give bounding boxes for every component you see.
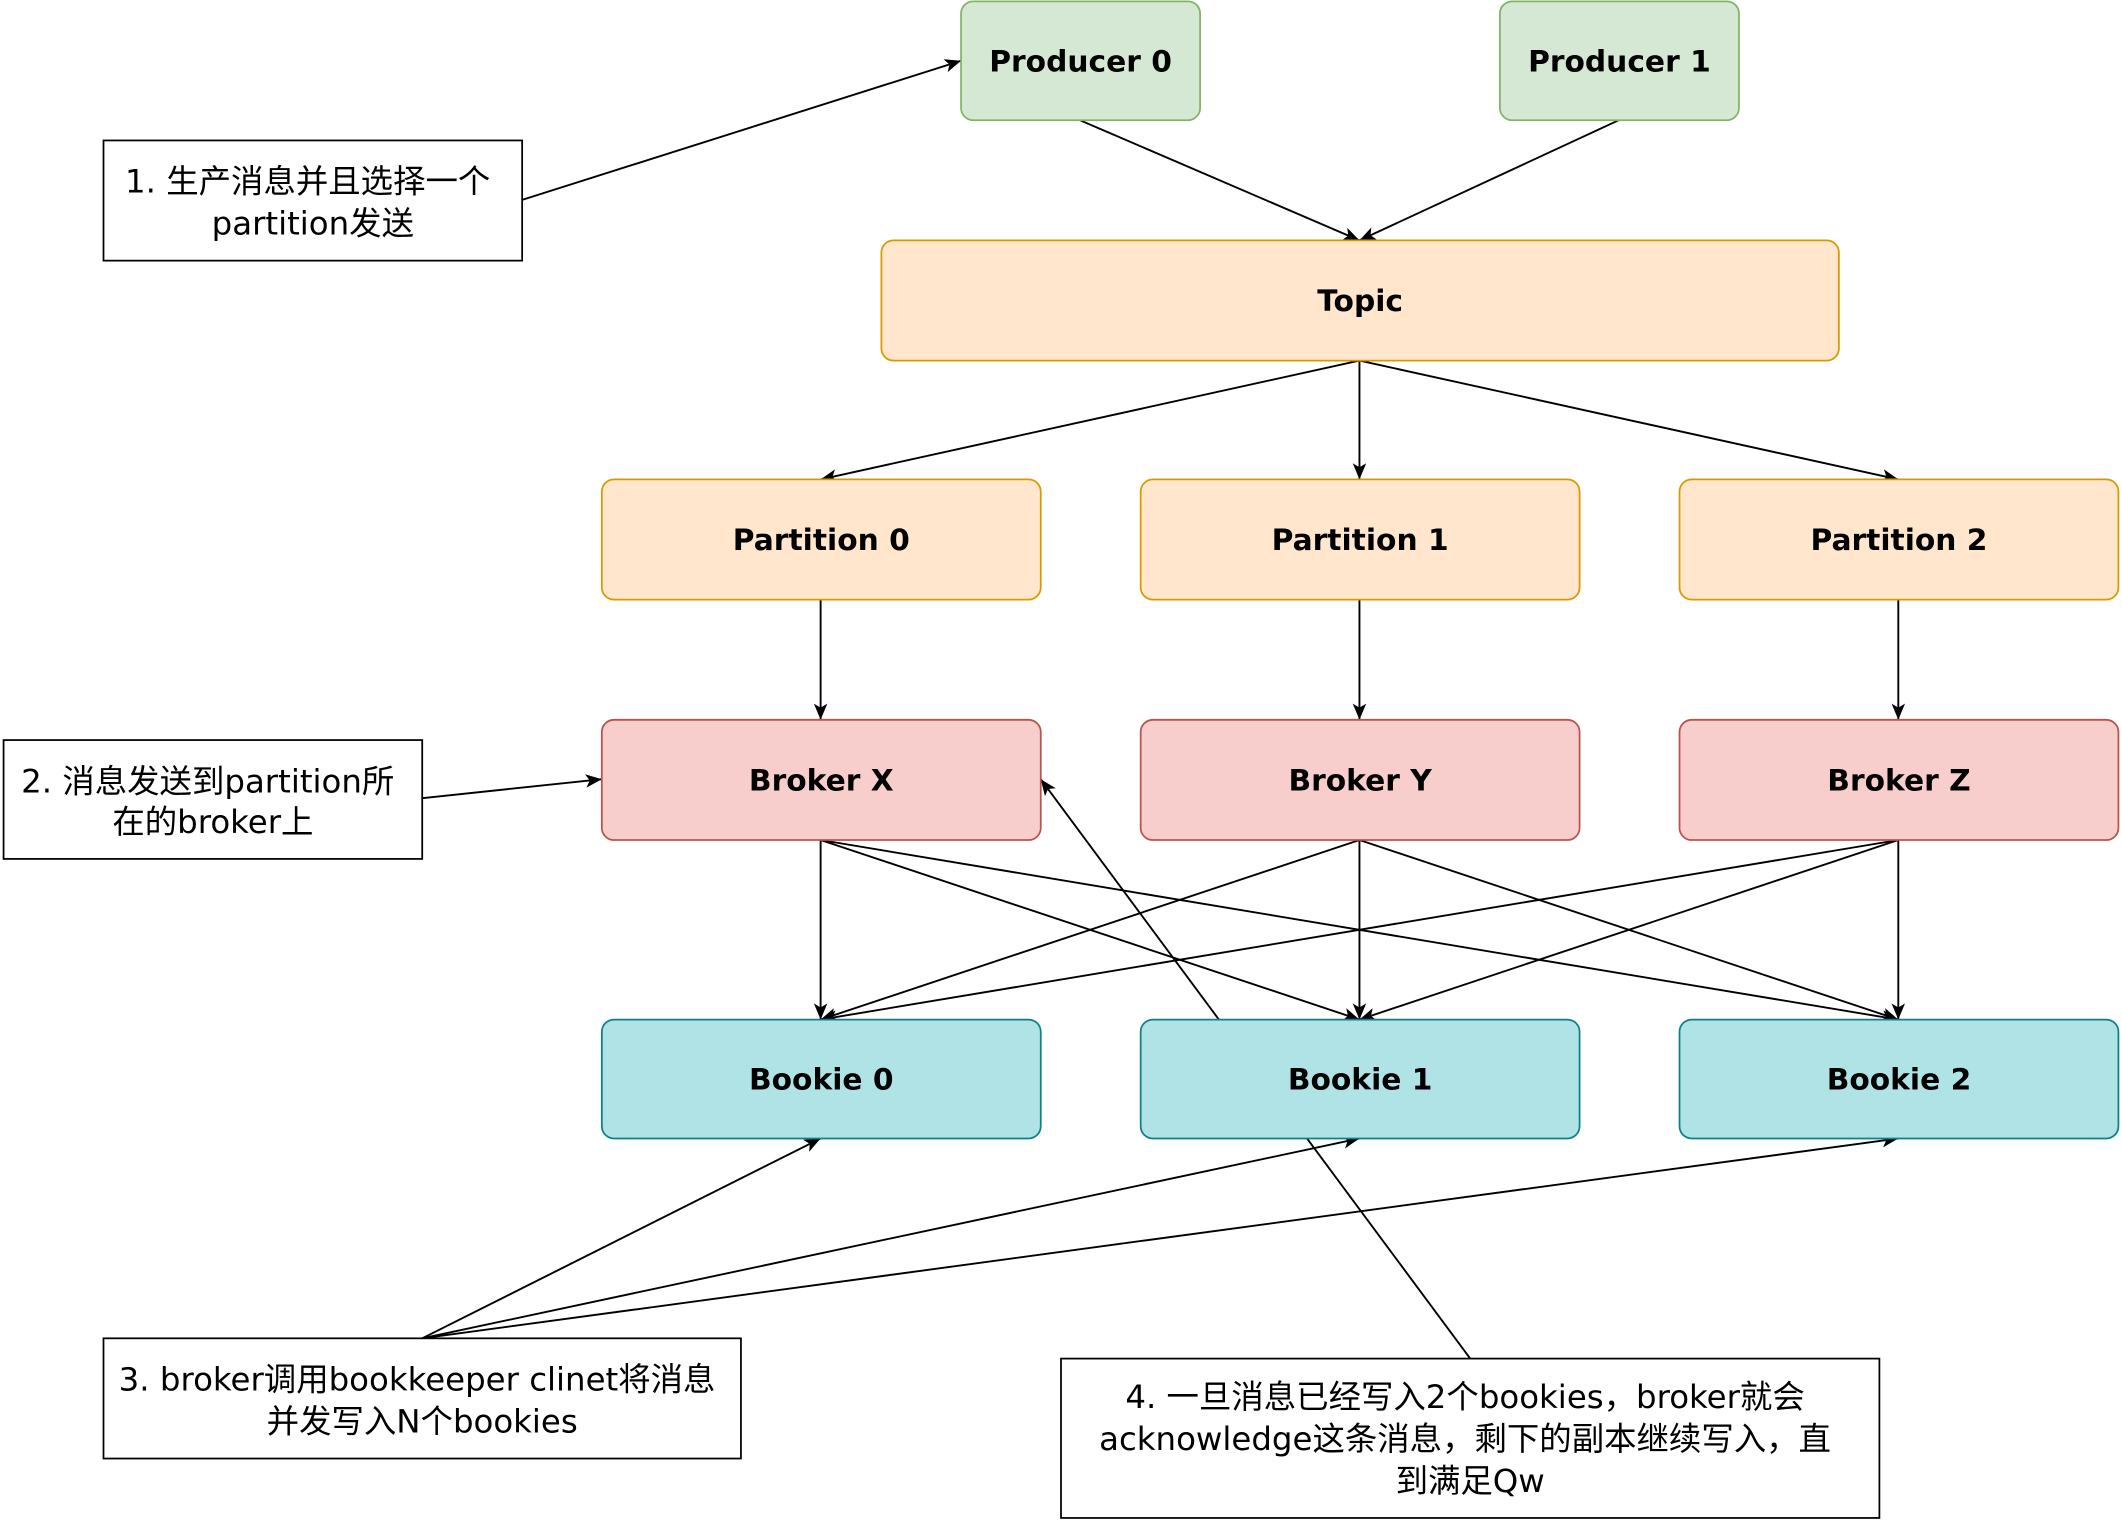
note-4-line-1: 4. 一旦消息已经写入2个bookies，broker就会: [1125, 1378, 1804, 1416]
note-4: 4. 一旦消息已经写入2个bookies，broker就会 acknowledg…: [1060, 1357, 1881, 1519]
bookie-1-node: Bookie 1: [1139, 1018, 1581, 1140]
note-3-box: [102, 1337, 742, 1460]
edges: [421, 59, 1906, 1360]
arrow-topic-to-partition-2: [1359, 359, 1899, 483]
partition-2-label: Partition 2: [1810, 523, 1987, 558]
partition-2-node: Partition 2: [1678, 478, 2120, 601]
topic-node: Topic: [880, 239, 1840, 362]
note-4-text: 4. 一旦消息已经写入2个bookies，broker就会 acknowledg…: [1099, 1378, 1841, 1500]
partition-0-node: Partition 0: [600, 478, 1042, 601]
bookie-1-label: Bookie 1: [1288, 1063, 1433, 1098]
note-1: 1. 生产消息并且选择一个 partition发送: [102, 139, 524, 262]
arrow-broker-z-to-bookie-0: [820, 839, 1899, 1024]
broker-z-node: Broker Z: [1678, 718, 2120, 841]
partition-0-label: Partition 0: [733, 523, 910, 558]
note-2: 2. 消息发送到partition所 在的broker上: [2, 739, 424, 860]
note-1-box: [102, 139, 524, 262]
note-3-line-1: 3. broker调用bookkeeper clinet将消息: [119, 1361, 716, 1399]
arrow-broker-z-to-bookie-1: [1359, 839, 1899, 1021]
broker-z-box: [1678, 718, 2120, 841]
note-3-line-2: 并发写入N个bookies: [267, 1402, 578, 1440]
partition-1-label: Partition 1: [1272, 523, 1449, 558]
partition-1-box: [1139, 478, 1581, 601]
note-2-text: 2. 消息发送到partition所 在的broker上: [21, 762, 405, 841]
note-1-text: 1. 生产消息并且选择一个 partition发送: [125, 163, 501, 243]
arrow-producer-1-to-topic: [1359, 119, 1620, 242]
bookie-2-node: Bookie 2: [1678, 1018, 2120, 1140]
producer-0-box: [960, 0, 1201, 122]
broker-y-box: [1139, 718, 1581, 841]
producer-1-box: [1499, 0, 1740, 122]
partition-1-node: Partition 1: [1139, 478, 1581, 601]
bookie-0-node: Bookie 0: [600, 1018, 1042, 1140]
note-1-line-2: partition发送: [212, 204, 414, 242]
broker-z-label: Broker Z: [1827, 764, 1970, 799]
broker-x-box: [600, 718, 1042, 841]
arrow-note-3-to-bookie-2: [422, 1133, 1899, 1340]
note-2-line-1: 2. 消息发送到partition所: [21, 762, 394, 800]
broker-x-node: Broker X: [600, 718, 1042, 841]
arrow-topic-to-partition-0: [820, 359, 1360, 483]
bookie-0-label: Bookie 0: [749, 1063, 894, 1098]
broker-x-label: Broker X: [749, 764, 894, 799]
arrow-note-1-to-producer-0: [521, 59, 962, 201]
bookie-0-box: [600, 1018, 1042, 1140]
producer-1-node: Producer 1: [1499, 0, 1740, 122]
note-3-text: 3. broker调用bookkeeper clinet将消息 并发写入N个bo…: [119, 1361, 726, 1441]
bookie-1-box: [1139, 1018, 1581, 1140]
note-4-box: [1060, 1357, 1881, 1519]
producer-0-label: Producer 0: [989, 44, 1172, 79]
arrow-note-2-to-broker-x: [422, 774, 602, 800]
bookie-2-label: Bookie 2: [1827, 1063, 1972, 1098]
note-4-line-2: acknowledge这条消息，剩下的副本继续写入，直: [1099, 1420, 1831, 1458]
broker-y-node: Broker Y: [1139, 718, 1581, 841]
arrow-note-3-to-bookie-1: [422, 1135, 1360, 1340]
topic-box: [880, 239, 1840, 362]
broker-y-label: Broker Y: [1288, 764, 1432, 799]
arrow-note-3-to-bookie-0: [421, 1137, 822, 1340]
partition-2-box: [1678, 478, 2120, 601]
topic-label: Topic: [1317, 284, 1403, 319]
producer-1-label: Producer 1: [1528, 44, 1711, 79]
arrow-producer-0-to-topic: [1079, 119, 1360, 242]
arrow-broker-y-to-bookie-0: [820, 839, 1360, 1021]
note-4-line-3: 到满足Qw: [1396, 1462, 1545, 1500]
note-2-box: [2, 739, 424, 860]
bookie-2-box: [1678, 1018, 2120, 1140]
producer-0-node: Producer 0: [960, 0, 1201, 122]
note-1-line-1: 1. 生产消息并且选择一个: [125, 163, 490, 201]
note-2-line-2: 在的broker上: [112, 803, 313, 841]
partition-0-box: [600, 478, 1042, 601]
note-3: 3. broker调用bookkeeper clinet将消息 并发写入N个bo…: [102, 1337, 742, 1460]
